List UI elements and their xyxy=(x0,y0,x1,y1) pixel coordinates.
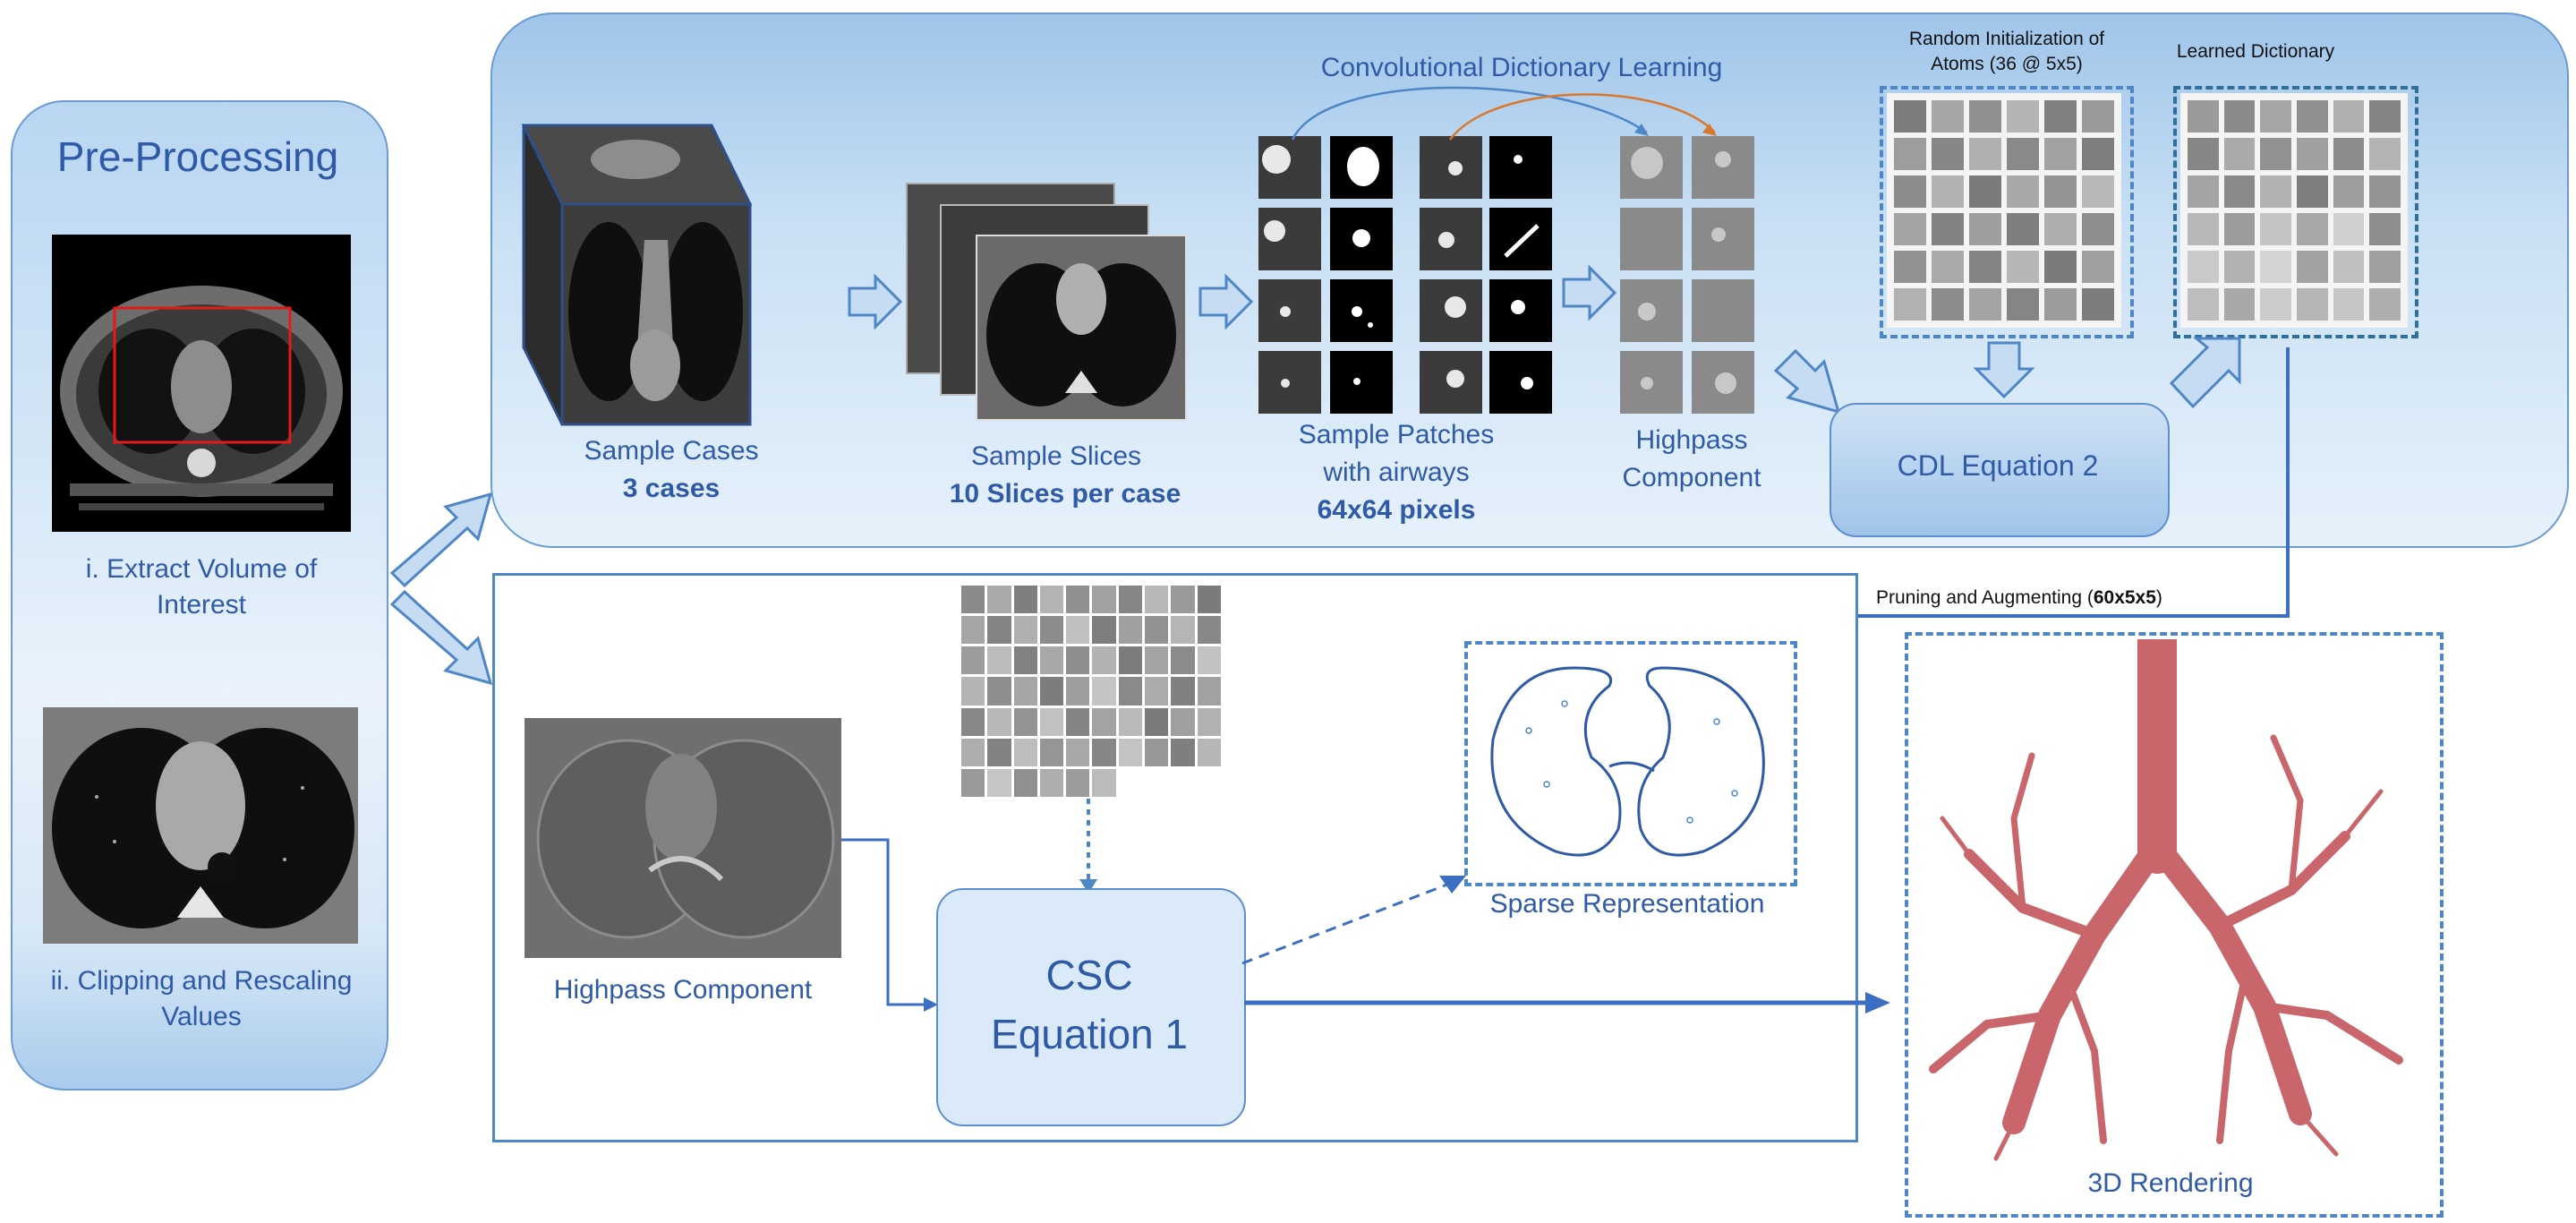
slice-front xyxy=(976,235,1187,421)
sample-cases-label: Sample Cases xyxy=(584,436,759,466)
sample-patches-grid xyxy=(1258,136,1552,414)
pruning-label: Pruning and Augmenting (60x5x5) xyxy=(1876,587,2162,608)
random-init-frame xyxy=(1880,86,2134,338)
arrow-cases-to-slices xyxy=(848,274,903,329)
csc-equation-box xyxy=(936,888,1246,1126)
sample-patches-label2: with airways xyxy=(1323,458,1470,487)
csc-equation-line2: Equation 1 xyxy=(991,1011,1188,1057)
sparse-frame xyxy=(1464,641,1797,886)
sample-slices-count: 10 Slices per case xyxy=(949,479,1181,509)
arrow-cdl-to-learned xyxy=(2169,337,2241,409)
csc-to-rendering-arrow xyxy=(1244,992,1890,1013)
arrow-highpass-to-cdl xyxy=(1773,348,1841,415)
cdl-title: Convolutional Dictionary Learning xyxy=(1320,53,1723,82)
sparse-representation-image xyxy=(1490,666,1765,857)
learned-dict-frame xyxy=(2173,86,2418,338)
highpass-to-csc-arrow xyxy=(841,838,938,1012)
preprocessing-step1: i. Extract Volume of Interest xyxy=(85,554,318,620)
cdl-curved-arrows xyxy=(1291,86,1717,141)
sparse-label: Sparse Representation xyxy=(1489,889,1765,919)
learned-dict-atoms xyxy=(2180,93,2408,328)
learned-dict-label: Learned Dictionary xyxy=(2176,41,2335,62)
dictionary-to-csc-arrow xyxy=(1079,799,1097,894)
sample-cases-count: 3 cases xyxy=(622,474,721,503)
airway-rendering xyxy=(1929,639,2403,1161)
preprocessing-step2: ii. Clipping and Rescaling Values xyxy=(50,966,353,1031)
random-init-atoms xyxy=(1887,93,2121,328)
csc-highpass-image xyxy=(525,718,841,958)
csc-highpass-label: Highpass Component xyxy=(553,975,813,1005)
sample-cases-cube xyxy=(521,124,753,426)
rendering-frame xyxy=(1905,632,2444,1218)
cdl-equation-box xyxy=(1830,403,2170,537)
ct-slice-full xyxy=(52,235,351,532)
random-init-label1: Random Initialization of xyxy=(1908,29,2105,49)
sample-patches-label1: Sample Patches xyxy=(1298,420,1495,449)
arrow-slices-to-patches xyxy=(1198,274,1254,329)
random-init-label2: Atoms (36 @ 5x5) xyxy=(1931,54,2083,74)
preprocessing-arrows xyxy=(389,492,493,686)
rendering-label: 3D Rendering xyxy=(2087,1168,2254,1198)
ct-slice-clipped xyxy=(43,707,358,944)
csc-equation-line1: CSC xyxy=(1045,952,1133,998)
preprocessing-title: Pre-Processing xyxy=(56,133,339,180)
pruned-dictionary-atoms xyxy=(960,584,1223,799)
highpass-label1: Highpass xyxy=(1635,425,1748,455)
highpass-label2: Component xyxy=(1622,463,1761,492)
pruning-value: 60x5x5 xyxy=(2093,587,2156,608)
csc-to-sparse-arrow xyxy=(1241,876,1466,965)
arrow-random-to-cdl xyxy=(1973,341,2035,399)
highpass-patches-grid xyxy=(1620,136,1754,414)
sample-patches-size: 64x64 pixels xyxy=(1317,495,1476,525)
sample-slices-label: Sample Slices xyxy=(970,441,1142,471)
arrow-patches-to-highpass xyxy=(1562,265,1617,321)
cdl-equation: CDL Equation 2 xyxy=(1897,449,2099,482)
